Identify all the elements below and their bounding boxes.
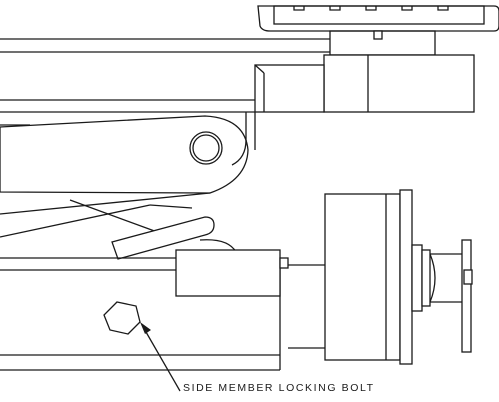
swing-arm xyxy=(0,115,249,215)
shaft-knob xyxy=(411,239,473,353)
top-housing xyxy=(257,5,499,56)
top-rail xyxy=(0,38,330,113)
locking-bolt xyxy=(103,301,141,335)
callout-label: SIDE MEMBER LOCKING BOLT xyxy=(183,382,375,394)
side-member xyxy=(0,257,281,371)
latch-lever xyxy=(0,199,237,260)
bracket-block xyxy=(245,54,475,160)
callout-leader xyxy=(140,322,181,392)
clamp-housing xyxy=(175,189,413,365)
